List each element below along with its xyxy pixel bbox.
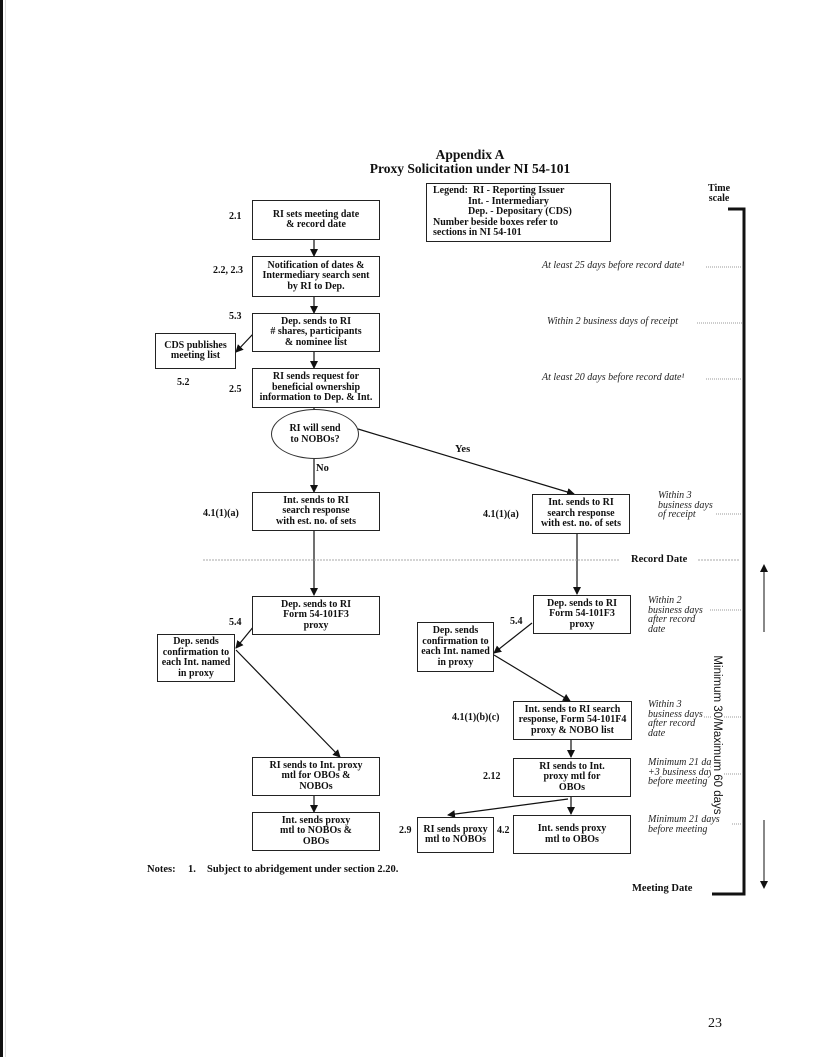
section-label: 2.12 [483, 771, 501, 782]
box-left-dep-sends-confirmation: Dep. sends confirmation to each Int. nam… [157, 634, 235, 682]
box-ri-sets-meeting-date: RI sets meeting date & record date [252, 200, 380, 240]
section-label: 5.4 [510, 616, 523, 627]
note-number: 1. [188, 864, 196, 875]
appendix-title: Appendix A [435, 147, 505, 162]
decision-ri-send-to-nobos: RI will send to NOBOs? [271, 409, 359, 459]
notes-label: Notes: [147, 864, 176, 875]
box-right-dep-sends-form-f3: Dep. sends to RI Form 54-101F3 proxy [533, 595, 631, 634]
diagram-title: Proxy Solicitation under NI 54-101 [369, 161, 571, 176]
box-right-dep-sends-confirmation: Dep. sends confirmation to each Int. nam… [417, 622, 494, 672]
box-int-sends-form-f4-nobo-list: Int. sends to RI search response, Form 5… [513, 701, 632, 740]
page-left-edge-shadow [5, 0, 6, 1057]
box-right-int-search-response: Int. sends to RI search response with es… [532, 494, 630, 534]
note-text: Subject to abridgement under section 2.2… [207, 864, 399, 875]
section-label: 2.5 [229, 384, 242, 395]
box-notification-of-dates: Notification of dates & Intermediary sea… [252, 256, 380, 297]
box-int-sends-proxy-obos: Int. sends proxy mtl to OBOs [513, 815, 631, 854]
arrow-decision-yes [357, 428, 575, 496]
arrow-l2c-l3 [235, 649, 341, 758]
box-ri-sends-int-proxy-obos: RI sends to Int. proxy mtl for OBOs [513, 758, 631, 797]
section-label: 5.2 [177, 377, 190, 388]
arrow-r2-r2c [493, 622, 533, 654]
time-scale-bracket [712, 207, 746, 896]
section-label: 2.1 [229, 211, 242, 222]
timing-note: Minimum 21 days +3 business days before … [648, 757, 720, 787]
meeting-date-label: Meeting Date [632, 883, 693, 894]
legend-box: Legend: RI - Reporting Issuer Int. - Int… [426, 183, 611, 242]
section-label: 2.2, 2.3 [213, 265, 243, 276]
time-scale-label: Time scale [708, 183, 731, 204]
arrow-b3-cds [235, 333, 254, 353]
timing-note: Within 3 business days after record date [648, 699, 703, 739]
section-label: 4.2 [497, 825, 510, 836]
section-label: 5.4 [229, 617, 242, 628]
page-number: 23 [708, 1016, 722, 1031]
box-left-dep-sends-form-f3: Dep. sends to RI Form 54-101F3 proxy [252, 596, 380, 635]
box-int-sends-proxy-nobos-obos: Int. sends proxy mtl to NOBOs & OBOs [252, 812, 380, 851]
decision-yes-label: Yes [455, 444, 471, 455]
section-label: 5.3 [229, 311, 242, 322]
box-cds-publishes-meeting-list: CDS publishes meeting list [155, 333, 236, 369]
timing-note: Within 2 business days of receipt [547, 316, 679, 327]
box-ri-sends-proxy-nobos: RI sends proxy mtl to NOBOs [417, 817, 494, 853]
min-max-days-label: Minimum 30/Maximum 60 days [711, 653, 723, 817]
section-label: 4.1(1)(b)(c) [452, 712, 500, 723]
arrow-l2-l2c [235, 625, 255, 649]
decision-no-label: No [316, 463, 329, 474]
box-ri-sends-int-proxy-obos-nobos: RI sends to Int. proxy mtl for OBOs & NO… [252, 757, 380, 796]
section-label: 4.1(1)(a) [203, 508, 239, 519]
box-ri-sends-request-beneficial: RI sends request for beneficial ownershi… [252, 368, 380, 408]
arrow-r4-r5a [447, 798, 569, 819]
section-label: 2.9 [399, 825, 412, 836]
timing-note: At least 25 days before record date¹ [542, 260, 685, 271]
page-left-edge [0, 0, 3, 1057]
box-left-int-search-response: Int. sends to RI search response with es… [252, 492, 380, 531]
box-dep-sends-shares-list: Dep. sends to RI # shares, participants … [252, 313, 380, 352]
section-label: 4.1(1)(a) [483, 509, 519, 520]
timing-note: Within 2 business days after record date [648, 595, 703, 635]
arrow-r2c-r3 [493, 654, 571, 702]
timing-note: Minimum 21 days before meeting [648, 814, 720, 835]
record-date-label: Record Date [627, 554, 692, 565]
timing-note: At least 20 days before record date¹ [542, 372, 685, 383]
timing-note: Within 3 business days of receipt [658, 490, 713, 520]
